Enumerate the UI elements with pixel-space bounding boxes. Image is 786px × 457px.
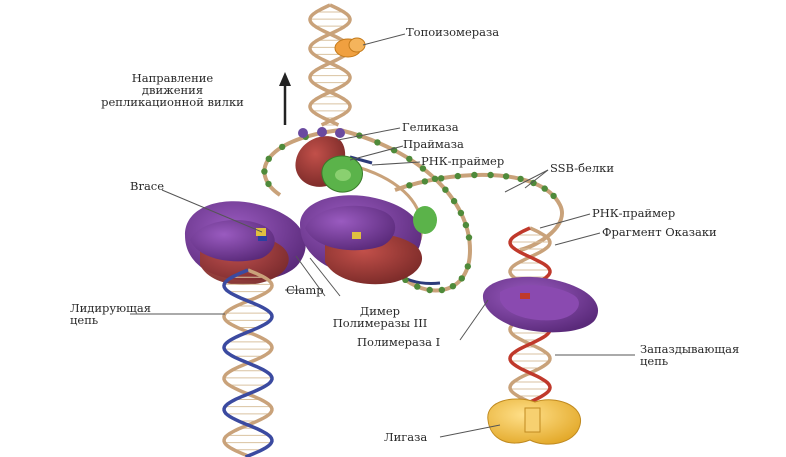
ssb-bead [458,210,464,216]
label-rna-primer-right: РНК-праймер [592,207,675,219]
leading-strand-2 [224,270,272,457]
ssb-bead [517,176,523,182]
ssb-bead [471,172,477,178]
label-lagging-2: цепь [640,355,668,367]
ssb-bead [487,172,493,178]
ssb-bead [455,173,461,179]
leading-strand-helix [224,270,272,457]
ssb-bead [463,222,469,228]
parental-dna-helix [310,5,350,125]
ssb-bead [422,178,428,184]
ssb-bead [374,139,380,145]
ssb-bead [427,287,433,293]
ssb-bead [451,198,457,204]
ssb-bead [459,275,465,281]
label-polymerase-i: Полимераза I [357,336,440,348]
ssb-bead [542,185,548,191]
label-ligase: Лигаза [384,431,427,443]
label-rna-primer-top: РНК-праймер [421,155,504,167]
label-helicase: Геликаза [402,121,459,133]
ssb-bead [266,156,272,162]
ssb-bead [261,168,267,174]
ssb-bead [442,187,448,193]
ssb-bead [279,144,285,150]
primase-protein [322,156,363,192]
ssb-bead [265,181,271,187]
label-ssb: SSB-белки [550,162,614,174]
parental-strand-2 [310,5,350,125]
ssb-bead [438,175,444,181]
label-leading-2: цепь [70,314,98,326]
ssb-bead [450,283,456,289]
parental-strand-1 [310,5,350,125]
ssb-bead [414,283,420,289]
ssb-bead [406,182,412,188]
label-primase: Праймаза [403,138,464,150]
ssb-bead [439,287,445,293]
label-dimer-2: Полимеразы III [300,317,460,329]
label-direction-3: репликационной вилки [80,96,265,108]
label-clamp: Clamp [286,284,324,296]
topoisomerase-protein [335,38,365,57]
label-brace: Brace [130,180,164,192]
ssb-bead [406,156,412,162]
label-topoisomerase: Топоизомераза [406,26,499,38]
ssb-bead [432,176,438,182]
ssb-bead [465,263,471,269]
direction-arrow-icon [279,72,291,125]
ligase-protein [488,399,581,444]
ssb-bead [466,234,472,240]
ssb-bead [503,173,509,179]
label-okazaki: Фрагмент Оказаки [602,226,717,238]
ssb-bead [550,193,556,199]
polymerase-i-protein [483,277,598,332]
